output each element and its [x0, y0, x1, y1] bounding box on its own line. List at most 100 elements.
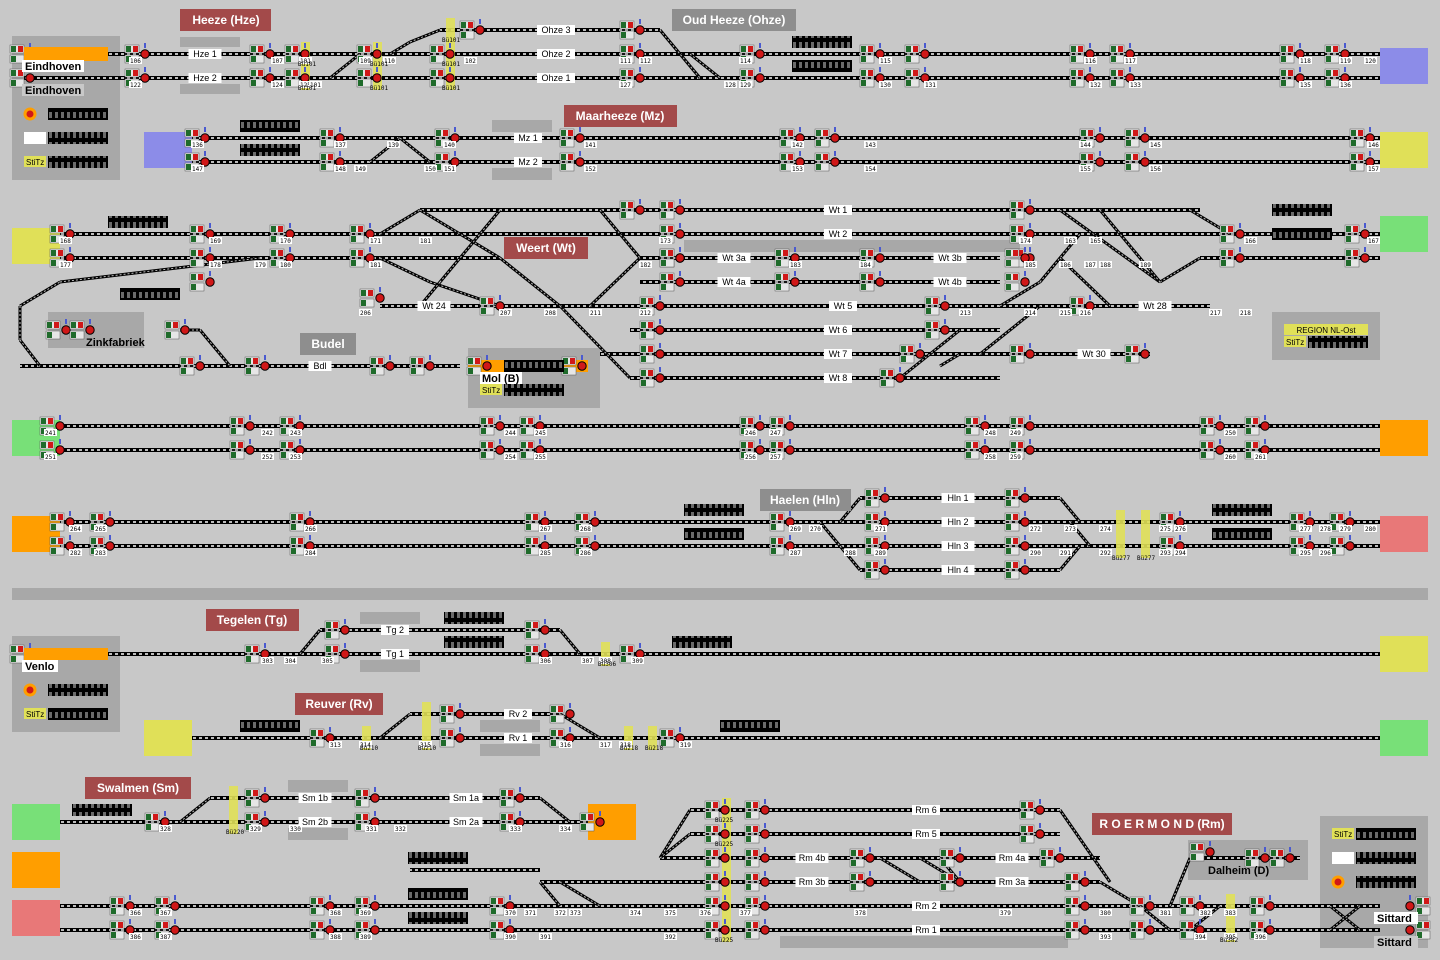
signal-head-icon[interactable]	[785, 445, 795, 455]
signal-head-icon[interactable]	[760, 829, 770, 839]
signal-head-icon[interactable]	[655, 301, 665, 311]
signal-head-icon[interactable]	[260, 361, 270, 371]
signal-head-icon[interactable]	[61, 325, 71, 335]
signal-head-icon[interactable]	[1035, 829, 1045, 839]
signal[interactable]	[1179, 895, 1205, 916]
signal[interactable]	[284, 43, 310, 64]
signal[interactable]	[244, 355, 270, 376]
signal-head-icon[interactable]	[1235, 253, 1245, 263]
signal-head-icon[interactable]	[635, 73, 645, 83]
signal[interactable]	[354, 811, 380, 832]
signal[interactable]	[774, 247, 800, 268]
signal[interactable]	[349, 223, 375, 244]
signal[interactable]	[1009, 199, 1035, 220]
signal-head-icon[interactable]	[980, 445, 990, 455]
signal-head-icon[interactable]	[300, 49, 310, 59]
signal[interactable]	[1244, 847, 1270, 868]
signal-head-icon[interactable]	[1175, 517, 1185, 527]
sittard-indicator-icon[interactable]	[1331, 875, 1345, 889]
signal-head-icon[interactable]	[1125, 73, 1135, 83]
signal[interactable]	[1344, 223, 1370, 244]
signal-head-icon[interactable]	[1260, 853, 1270, 863]
station-roermond[interactable]: R O E R M O N D (Rm)	[1092, 813, 1232, 835]
signal-head-icon[interactable]	[655, 349, 665, 359]
signal-head-icon[interactable]	[535, 445, 545, 455]
signal-head-icon[interactable]	[720, 853, 730, 863]
signal-head-icon[interactable]	[760, 853, 770, 863]
signal[interactable]	[1109, 67, 1135, 88]
signal-head-icon[interactable]	[455, 733, 465, 743]
signal-head-icon[interactable]	[1025, 349, 1035, 359]
signal-head-icon[interactable]	[285, 229, 295, 239]
signal[interactable]	[559, 151, 585, 172]
signal-head-icon[interactable]	[425, 361, 435, 371]
signal-head-icon[interactable]	[1095, 133, 1105, 143]
signal-head-icon[interactable]	[1405, 925, 1415, 935]
signal[interactable]	[354, 787, 380, 808]
signal-head-icon[interactable]	[325, 925, 335, 935]
signal-head-icon[interactable]	[755, 73, 765, 83]
signal[interactable]	[1019, 799, 1045, 820]
station-reuver[interactable]: Reuver (Rv)	[295, 693, 383, 715]
signal-head-icon[interactable]	[675, 229, 685, 239]
signal-head-icon[interactable]	[295, 445, 305, 455]
signal[interactable]	[269, 223, 295, 244]
signal[interactable]	[1004, 511, 1030, 532]
signal[interactable]	[439, 703, 465, 724]
signal-head-icon[interactable]	[675, 205, 685, 215]
signal-head-icon[interactable]	[505, 901, 515, 911]
signal[interactable]	[319, 127, 345, 148]
signal-head-icon[interactable]	[200, 157, 210, 167]
signal-head-icon[interactable]	[790, 253, 800, 263]
signal-head-icon[interactable]	[675, 277, 685, 287]
signal[interactable]	[619, 199, 645, 220]
signal-head-icon[interactable]	[1205, 847, 1215, 857]
signal-head-icon[interactable]	[760, 805, 770, 815]
signal-head-icon[interactable]	[535, 421, 545, 431]
signal[interactable]	[549, 703, 575, 724]
signal[interactable]	[849, 847, 875, 868]
signal-head-icon[interactable]	[920, 49, 930, 59]
signal[interactable]	[244, 643, 270, 664]
signal[interactable]	[324, 619, 350, 640]
signal[interactable]	[189, 271, 215, 292]
signal-head-icon[interactable]	[720, 805, 730, 815]
signal[interactable]	[1129, 895, 1155, 916]
signal-head-icon[interactable]	[865, 877, 875, 887]
signal-head-icon[interactable]	[540, 541, 550, 551]
signal[interactable]	[319, 151, 345, 172]
signal[interactable]	[1069, 295, 1095, 316]
signal[interactable]	[479, 439, 505, 460]
signal-head-icon[interactable]	[1305, 541, 1315, 551]
signal-head-icon[interactable]	[1175, 541, 1185, 551]
signal[interactable]	[559, 127, 585, 148]
signal-head-icon[interactable]	[335, 157, 345, 167]
signal-head-icon[interactable]	[455, 709, 465, 719]
signal[interactable]	[769, 511, 795, 532]
signal[interactable]	[1189, 841, 1215, 862]
zinkfabriek-signal-2[interactable]	[69, 319, 95, 340]
signal[interactable]	[1199, 415, 1225, 436]
signal[interactable]	[109, 895, 135, 916]
signal-head-icon[interactable]	[260, 817, 270, 827]
signal-head-icon[interactable]	[540, 625, 550, 635]
signal[interactable]	[369, 355, 395, 376]
signal-head-icon[interactable]	[1195, 901, 1205, 911]
signal[interactable]	[1324, 67, 1350, 88]
signal[interactable]	[744, 847, 770, 868]
signal[interactable]	[524, 511, 550, 532]
signal[interactable]	[879, 367, 905, 388]
signal-head-icon[interactable]	[720, 877, 730, 887]
signal-head-icon[interactable]	[1020, 517, 1030, 527]
signal[interactable]	[289, 511, 315, 532]
signal[interactable]	[579, 811, 605, 832]
signal-head-icon[interactable]	[760, 877, 770, 887]
signal-head-icon[interactable]	[1295, 73, 1305, 83]
signal-head-icon[interactable]	[205, 229, 215, 239]
signal[interactable]	[1219, 247, 1245, 268]
signal-head-icon[interactable]	[335, 133, 345, 143]
signal[interactable]	[244, 787, 270, 808]
signal-head-icon[interactable]	[880, 493, 890, 503]
signal[interactable]	[1199, 439, 1225, 460]
signal[interactable]	[1039, 847, 1065, 868]
